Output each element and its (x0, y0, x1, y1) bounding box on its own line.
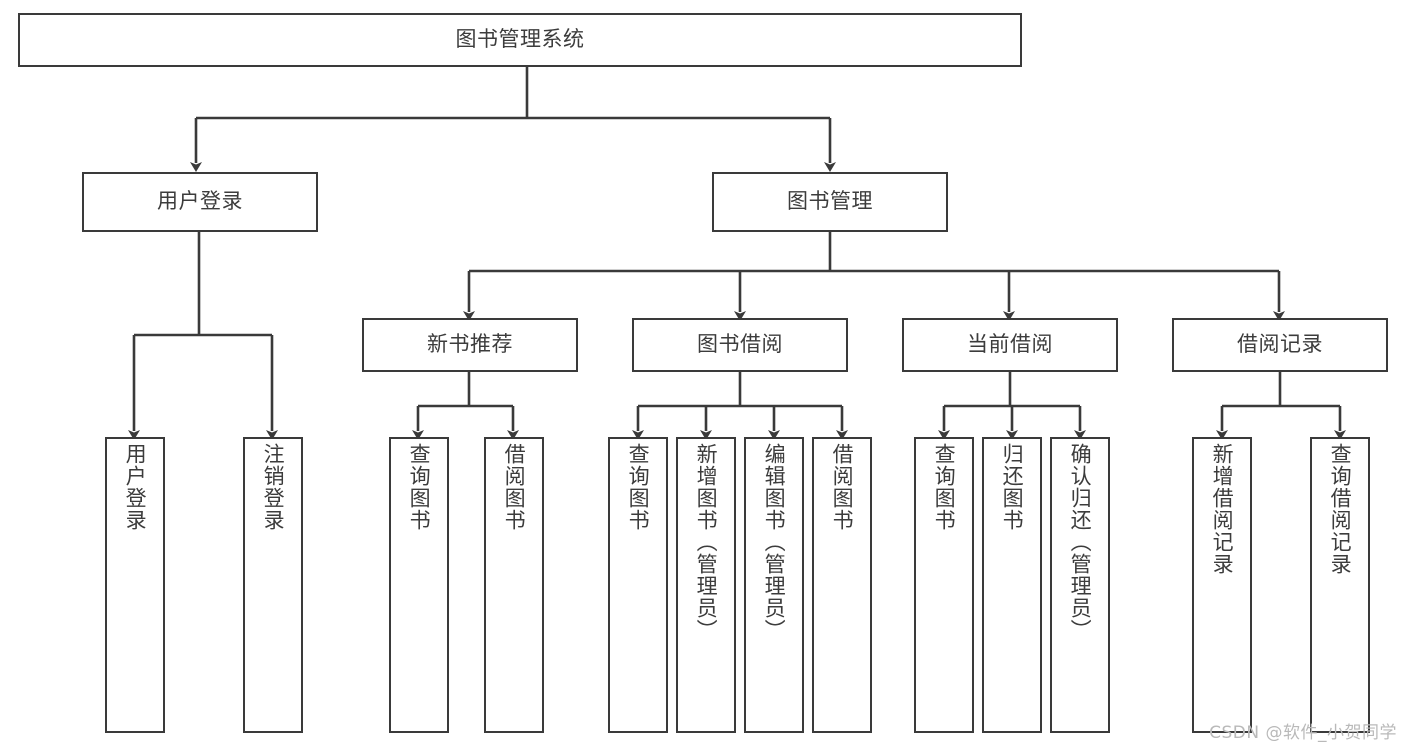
watermark: CSDN @软件_小贺同学 (1209, 723, 1397, 743)
leaf-records-query-record-label: 查询借阅记录 (1328, 443, 1353, 575)
leaf-current-confirm-return-label: 确认归还（管理员） (1068, 443, 1093, 641)
node-user-login-label: 用户登录 (157, 189, 243, 214)
leaf-borrow-borrow-book[interactable]: 借阅图书 (812, 437, 872, 733)
leaf-user-login-signin-label: 用户登录 (123, 443, 148, 531)
node-current-borrow[interactable]: 当前借阅 (902, 318, 1118, 372)
leaf-borrow-query-book-label: 查询图书 (626, 443, 651, 531)
leaf-borrow-query-book[interactable]: 查询图书 (608, 437, 668, 733)
node-current-borrow-label: 当前借阅 (967, 332, 1053, 357)
node-new-book-recommend[interactable]: 新书推荐 (362, 318, 578, 372)
leaf-new-book-borrow[interactable]: 借阅图书 (484, 437, 544, 733)
leaf-current-confirm-return[interactable]: 确认归还（管理员） (1050, 437, 1110, 733)
node-book-borrow[interactable]: 图书借阅 (632, 318, 848, 372)
node-new-book-recommend-label: 新书推荐 (427, 332, 513, 357)
leaf-borrow-borrow-book-label: 借阅图书 (830, 443, 855, 531)
edge-records-to-leaves (1216, 372, 1346, 440)
leaf-new-book-query-label: 查询图书 (407, 443, 432, 531)
leaf-records-query-record[interactable]: 查询借阅记录 (1310, 437, 1370, 733)
leaf-borrow-edit-book[interactable]: 编辑图书（管理员） (744, 437, 804, 733)
leaf-user-login-signout-label: 注销登录 (261, 443, 286, 531)
node-root[interactable]: 图书管理系统 (18, 13, 1022, 67)
edge-root-to-level2 (190, 67, 836, 172)
leaf-current-query-book-label: 查询图书 (932, 443, 957, 531)
leaf-new-book-query[interactable]: 查询图书 (389, 437, 449, 733)
node-user-login[interactable]: 用户登录 (82, 172, 318, 232)
edge-new-book-to-leaves (412, 372, 519, 440)
leaf-current-return-book[interactable]: 归还图书 (982, 437, 1042, 733)
leaf-user-login-signout[interactable]: 注销登录 (243, 437, 303, 733)
leaf-borrow-edit-book-label: 编辑图书（管理员） (762, 443, 787, 641)
edge-book-mgmt-to-level3 (463, 232, 1285, 321)
node-book-management-label: 图书管理 (787, 189, 873, 214)
leaf-records-add-record[interactable]: 新增借阅记录 (1192, 437, 1252, 733)
node-root-label: 图书管理系统 (455, 27, 585, 52)
edge-borrow-to-leaves (632, 372, 848, 440)
edge-current-to-leaves (938, 372, 1086, 440)
node-book-management[interactable]: 图书管理 (712, 172, 948, 232)
edge-user-login-to-leaves (128, 232, 278, 440)
node-borrow-records[interactable]: 借阅记录 (1172, 318, 1388, 372)
node-book-borrow-label: 图书借阅 (697, 332, 783, 357)
leaf-user-login-signin[interactable]: 用户登录 (105, 437, 165, 733)
leaf-current-return-book-label: 归还图书 (1000, 443, 1025, 531)
node-borrow-records-label: 借阅记录 (1237, 332, 1323, 357)
leaf-records-add-record-label: 新增借阅记录 (1210, 443, 1235, 575)
leaf-current-query-book[interactable]: 查询图书 (914, 437, 974, 733)
leaf-borrow-add-book[interactable]: 新增图书（管理员） (676, 437, 736, 733)
leaf-borrow-add-book-label: 新增图书（管理员） (694, 443, 719, 641)
leaf-new-book-borrow-label: 借阅图书 (502, 443, 527, 531)
